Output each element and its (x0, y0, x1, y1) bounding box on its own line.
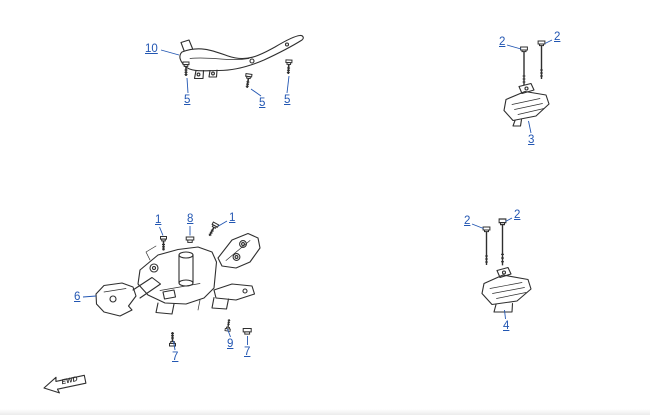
callout-10[interactable]: 10 (145, 43, 158, 55)
nut-8-drawing (185, 236, 195, 243)
callout-1-1[interactable]: 1 (155, 214, 162, 226)
callout-leader-lines (82, 39, 553, 351)
window-bottom-edge (0, 409, 650, 415)
callout-5-3[interactable]: 5 (284, 94, 291, 106)
screw-5-2-drawing (243, 72, 253, 90)
callout-6[interactable]: 6 (74, 291, 81, 303)
screw-1-1-drawing (159, 235, 168, 252)
part-10-drawing (179, 34, 304, 80)
screw-5-3-drawing (284, 59, 293, 75)
callout-7-2[interactable]: 7 (244, 346, 251, 358)
screw-9-drawing (224, 318, 233, 333)
part-6-drawing (95, 232, 261, 317)
direction-arrow-shape (43, 374, 87, 394)
callout-3[interactable]: 3 (528, 134, 535, 146)
bolt-2-1-drawing (519, 46, 529, 86)
direction-indicator: EWD (43, 374, 87, 394)
screw-1-2-drawing (205, 221, 220, 239)
callout-2-2[interactable]: 2 (554, 31, 561, 43)
callout-5-2[interactable]: 5 (259, 97, 266, 109)
callout-9[interactable]: 9 (227, 338, 234, 350)
callout-2-1[interactable]: 2 (499, 36, 506, 48)
bolt-2-3-drawing (482, 226, 491, 266)
screw-7-1-drawing (168, 331, 177, 347)
bolt-2-4-drawing (498, 218, 507, 267)
part-4-drawing (481, 266, 532, 313)
part-3-drawing (503, 82, 550, 127)
callout-4[interactable]: 4 (503, 320, 510, 332)
callout-5-1[interactable]: 5 (184, 94, 191, 106)
nut-7-2-drawing (242, 328, 252, 335)
callout-7-1[interactable]: 7 (172, 351, 179, 363)
direction-indicator-label: EWD (61, 376, 78, 386)
bolt-2-2-drawing (537, 40, 546, 80)
callout-2-4[interactable]: 2 (514, 209, 521, 221)
screw-5-1-drawing (182, 61, 190, 77)
callout-8[interactable]: 8 (187, 213, 194, 225)
callout-2-3[interactable]: 2 (464, 215, 471, 227)
callout-1-2[interactable]: 1 (229, 212, 236, 224)
